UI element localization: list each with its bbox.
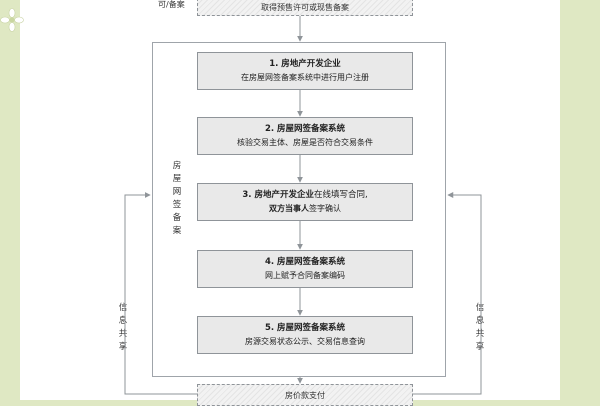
netsign-frame — [152, 42, 446, 377]
frame-label: 房屋网签备案 — [172, 161, 182, 236]
presale-permit-box: 取得预售许可或现售备案 — [197, 0, 413, 16]
payment-text: 房价款支付 — [285, 391, 325, 400]
step-4-desc: 网上赋予合同备案编码 — [265, 271, 345, 280]
left-feedback-arrow — [124, 192, 197, 395]
step-3-suffix: 在线填写合同, — [313, 190, 368, 200]
step-3-prefix: 3. — [242, 190, 255, 200]
step-3-box: 3. 房地产开发企业在线填写合同, 双方当事人签字确认 — [197, 183, 413, 221]
step-3-bold: 房地产开发企业 — [254, 190, 314, 200]
right-feedback-arrow — [413, 192, 482, 395]
right-share-label: 信息共享 — [475, 303, 485, 352]
step-4-title: 4. 房屋网签备案系统 — [264, 257, 346, 267]
step-2-desc: 核验交易主体、房屋是否符合交易条件 — [237, 138, 373, 147]
left-share-label: 信息共享 — [118, 303, 128, 352]
step-5-desc: 房源交易状态公示、交易信息查询 — [245, 337, 365, 346]
step-1-box: 1. 房地产开发企业 在房屋网签备案系统中进行用户注册 — [197, 52, 413, 90]
step-1-desc: 在房屋网签备案系统中进行用户注册 — [241, 73, 369, 82]
step-2-box: 2. 房屋网签备案系统 核验交易主体、房屋是否符合交易条件 — [197, 117, 413, 155]
step-3-desc-suffix: 签字确认 — [309, 204, 341, 213]
step-4-box: 4. 房屋网签备案系统 网上赋予合同备案编码 — [197, 250, 413, 288]
step-5-title: 5. 房屋网签备案系统 — [264, 323, 346, 333]
step-3-desc: 双方当事人签字确认 — [198, 202, 412, 215]
step-3-title: 3. 房地产开发企业在线填写合同, — [198, 189, 412, 202]
step-5-box: 5. 房屋网签备案系统 房源交易状态公示、交易信息查询 — [197, 316, 413, 354]
step-3-desc-bold: 双方当事人 — [269, 204, 309, 213]
step-1-title: 1. 房地产开发企业 — [269, 59, 341, 69]
step-2-title: 2. 房屋网签备案系统 — [264, 124, 346, 134]
top-left-label: 可/备案 — [158, 0, 185, 9]
flower-icon — [0, 8, 24, 32]
presale-permit-text: 取得预售许可或现售备案 — [261, 2, 349, 12]
